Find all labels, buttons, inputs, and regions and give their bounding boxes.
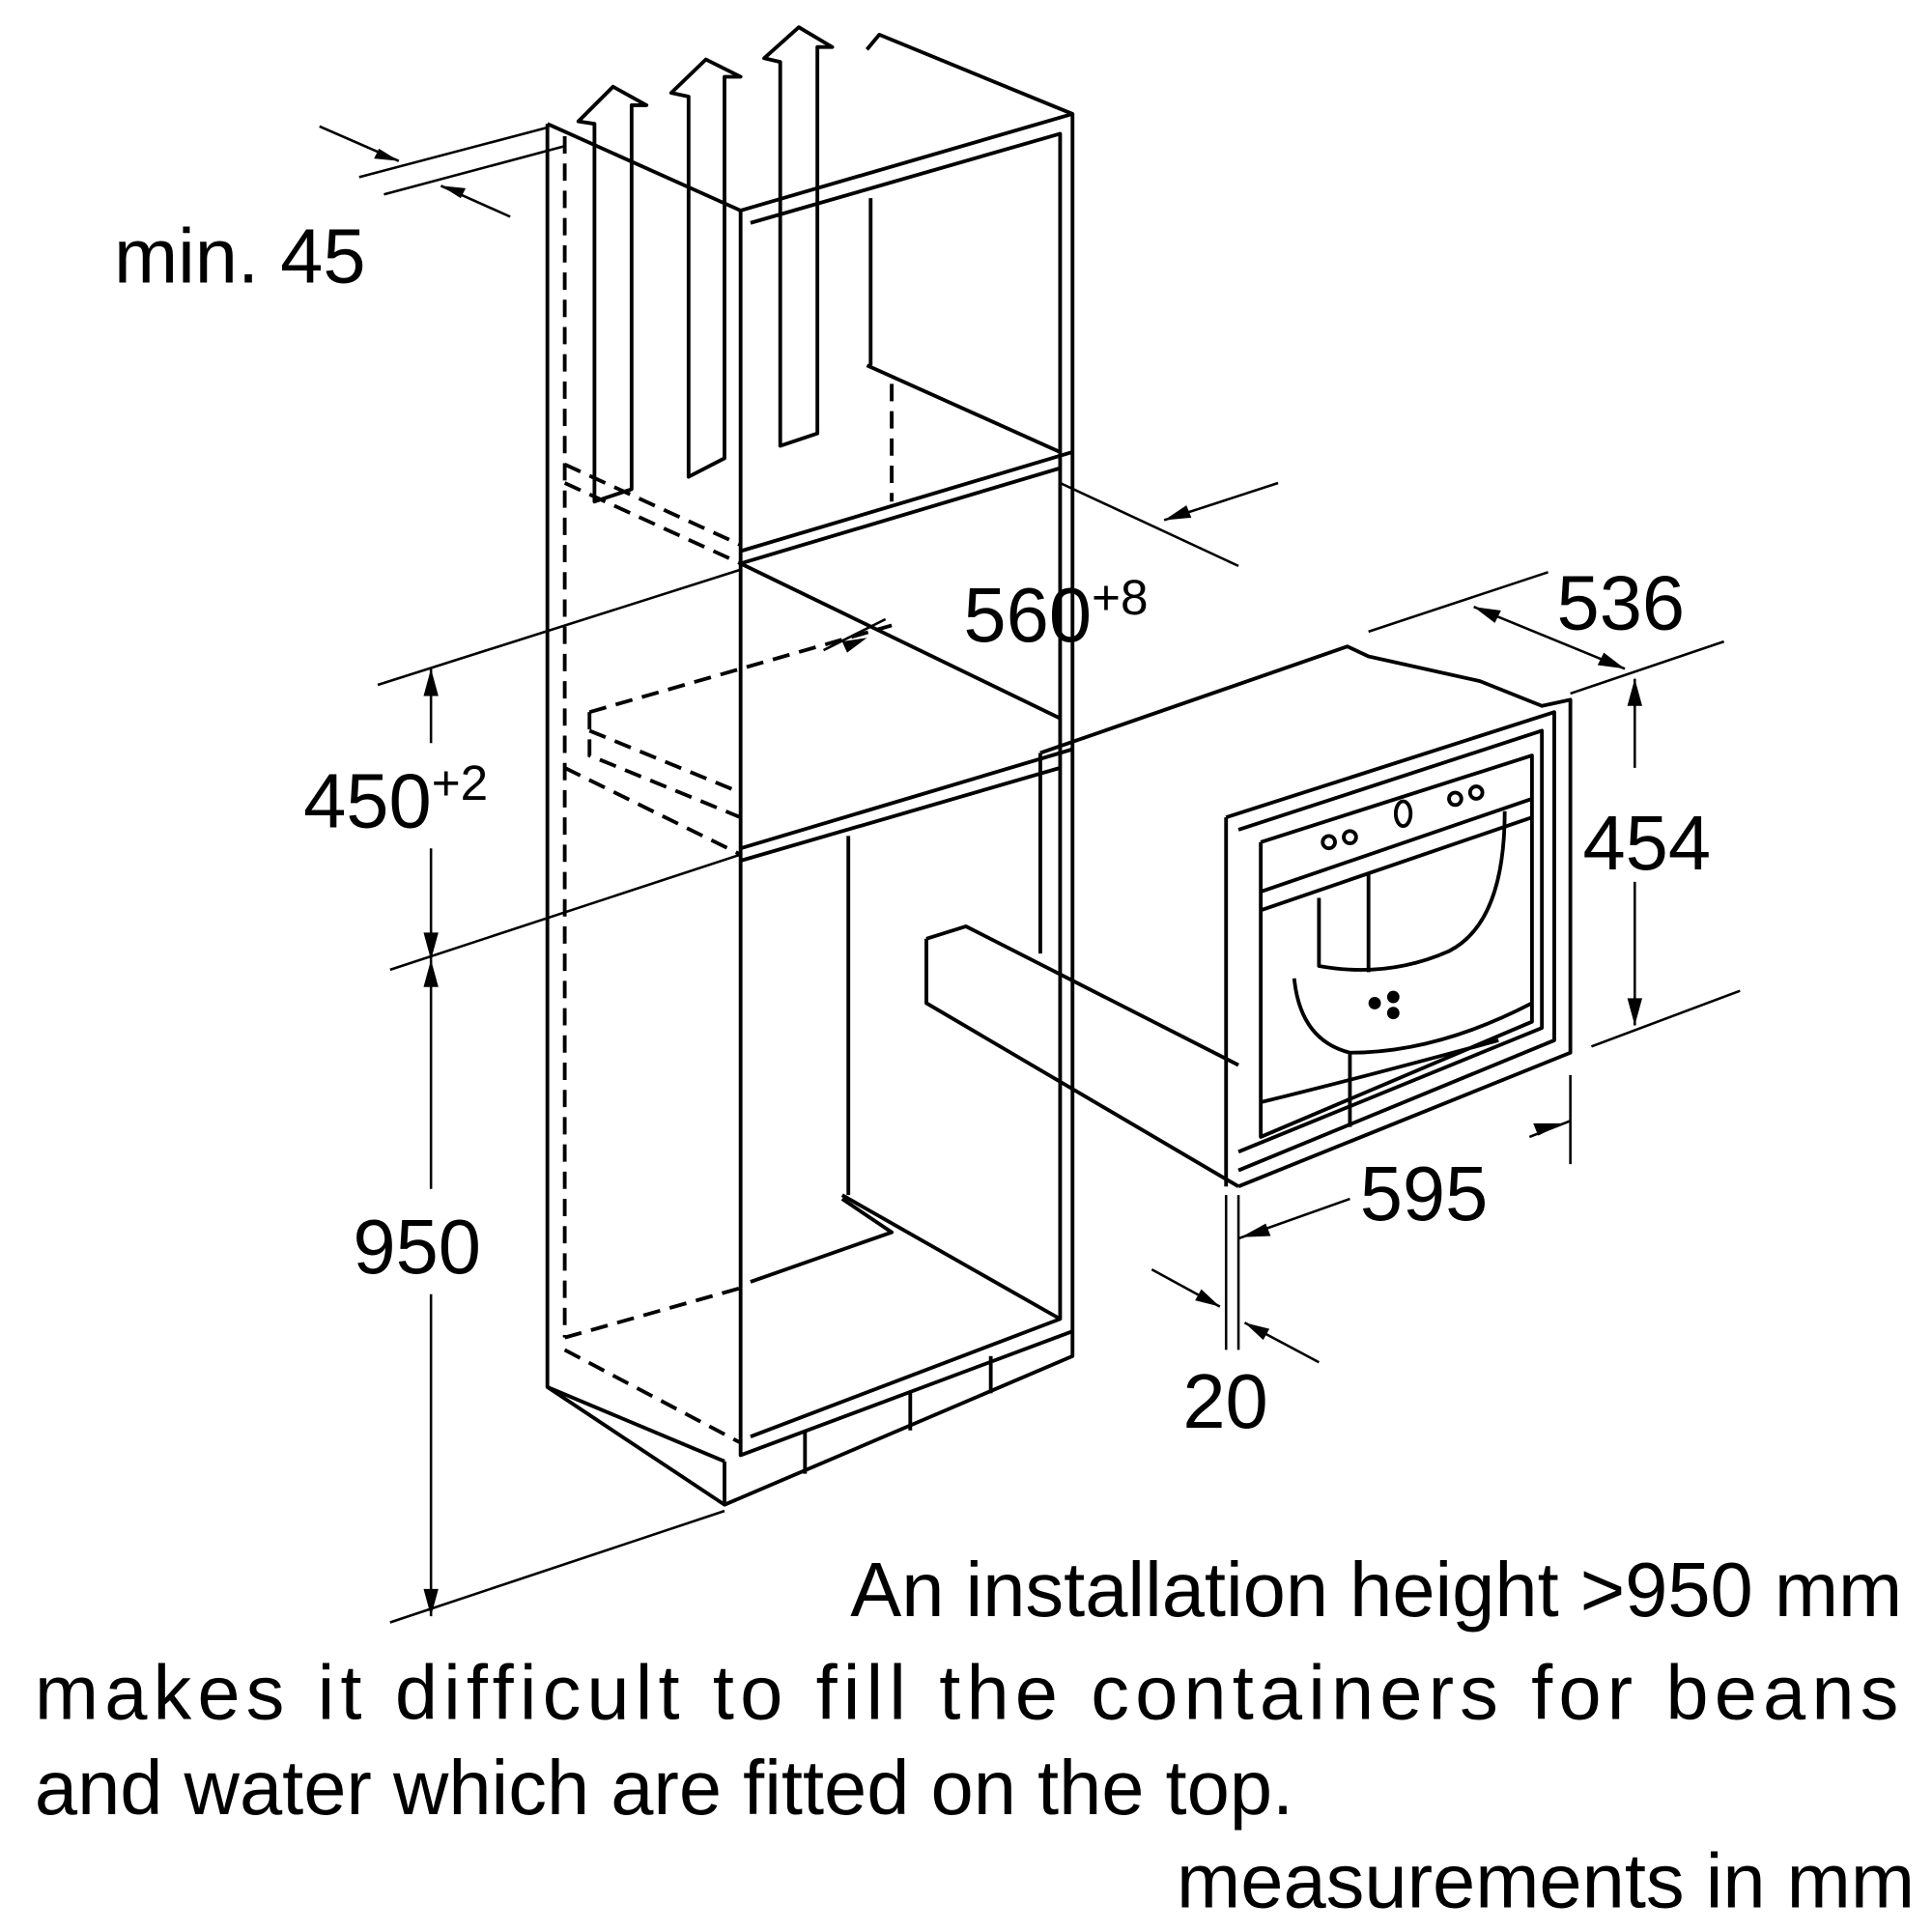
note-line-2: makes it difficult to fill the container… — [35, 1649, 1898, 1735]
appliance-width-label: 595 — [1360, 1151, 1489, 1236]
note-line-3: and water which are fitted on the top. — [35, 1745, 1293, 1831]
min-gap-label: min. 45 — [114, 213, 366, 298]
appliance-depth-label: 536 — [1557, 559, 1686, 645]
cabinet-depth-label: 560+8 — [963, 570, 1148, 658]
cabinet-depth-tolerance: +8 — [1092, 570, 1148, 625]
note-line-1: An installation height >950 mm — [850, 1547, 1902, 1633]
tall-cabinet — [545, 32, 1075, 1507]
coffee-machine — [924, 644, 1573, 1188]
dimension-lines — [319, 125, 1741, 1624]
front-thickness-label: 20 — [1182, 1358, 1267, 1444]
appliance-height-label: 454 — [1582, 800, 1711, 886]
niche-height-tolerance: +2 — [432, 755, 488, 810]
units-label: measurements in mm — [1177, 1837, 1915, 1923]
cabinet-depth-value: 560 — [963, 572, 1092, 658]
airflow-arrows — [576, 25, 835, 504]
install-height-label: 950 — [353, 1204, 481, 1290]
niche-height-value: 450 — [303, 757, 432, 843]
niche-height-label: 450+2 — [303, 755, 488, 843]
